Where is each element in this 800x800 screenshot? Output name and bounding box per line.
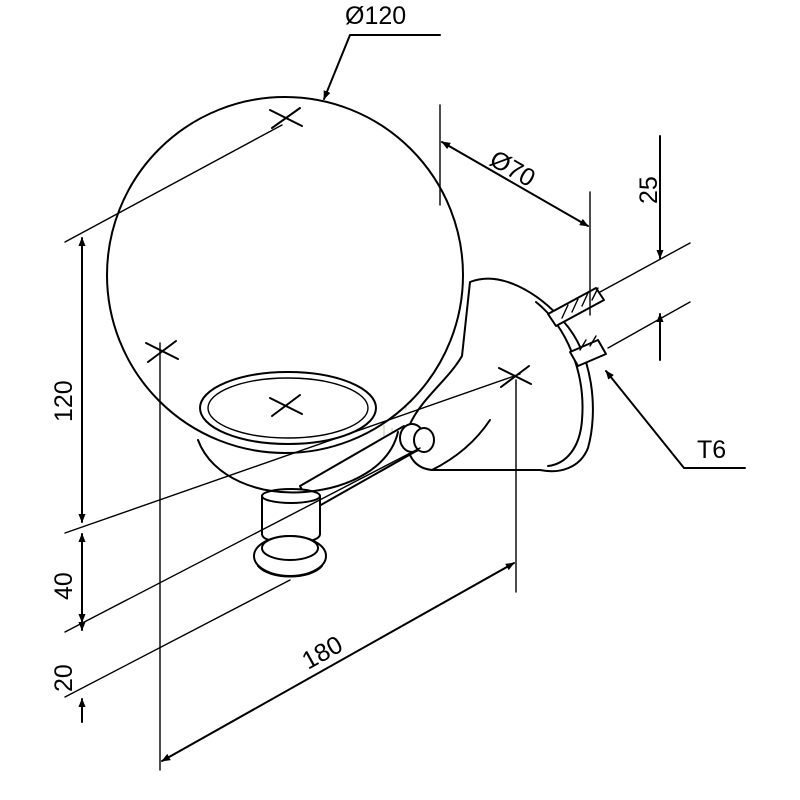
dim-screw-type: T6	[605, 370, 746, 469]
dim-label-flange-diameter: Ø70	[485, 145, 540, 193]
dim-flange-diameter: Ø70	[441, 141, 589, 227]
center-marks	[145, 107, 532, 417]
wall-screw-lower	[569, 335, 607, 367]
dim-label-screw-spacing: 25	[635, 176, 663, 204]
wall-screw-upper	[547, 287, 605, 327]
glass-globe	[106, 96, 464, 454]
dim-projection: 180	[161, 562, 515, 762]
dim-label-globe-diameter: Ø120	[345, 2, 406, 30]
dim-screw-spacing: 25	[635, 135, 664, 361]
bottom-holder	[261, 488, 321, 544]
dim-label-globe-height: 120	[50, 380, 78, 422]
wall-flange	[406, 277, 594, 473]
dim-label-knob-height: 20	[50, 664, 78, 692]
dim-knob-height: 20	[50, 599, 86, 723]
dim-label-screw-type: T6	[697, 436, 726, 464]
dim-holder-height: 40	[50, 533, 86, 623]
dim-label-holder-height: 40	[50, 572, 78, 600]
soap-dish	[197, 371, 399, 494]
bottom-knob	[253, 535, 327, 578]
dim-globe-diameter: Ø120	[323, 2, 441, 100]
dim-globe-height: 120	[50, 237, 86, 523]
dim-label-projection: 180	[297, 631, 347, 676]
